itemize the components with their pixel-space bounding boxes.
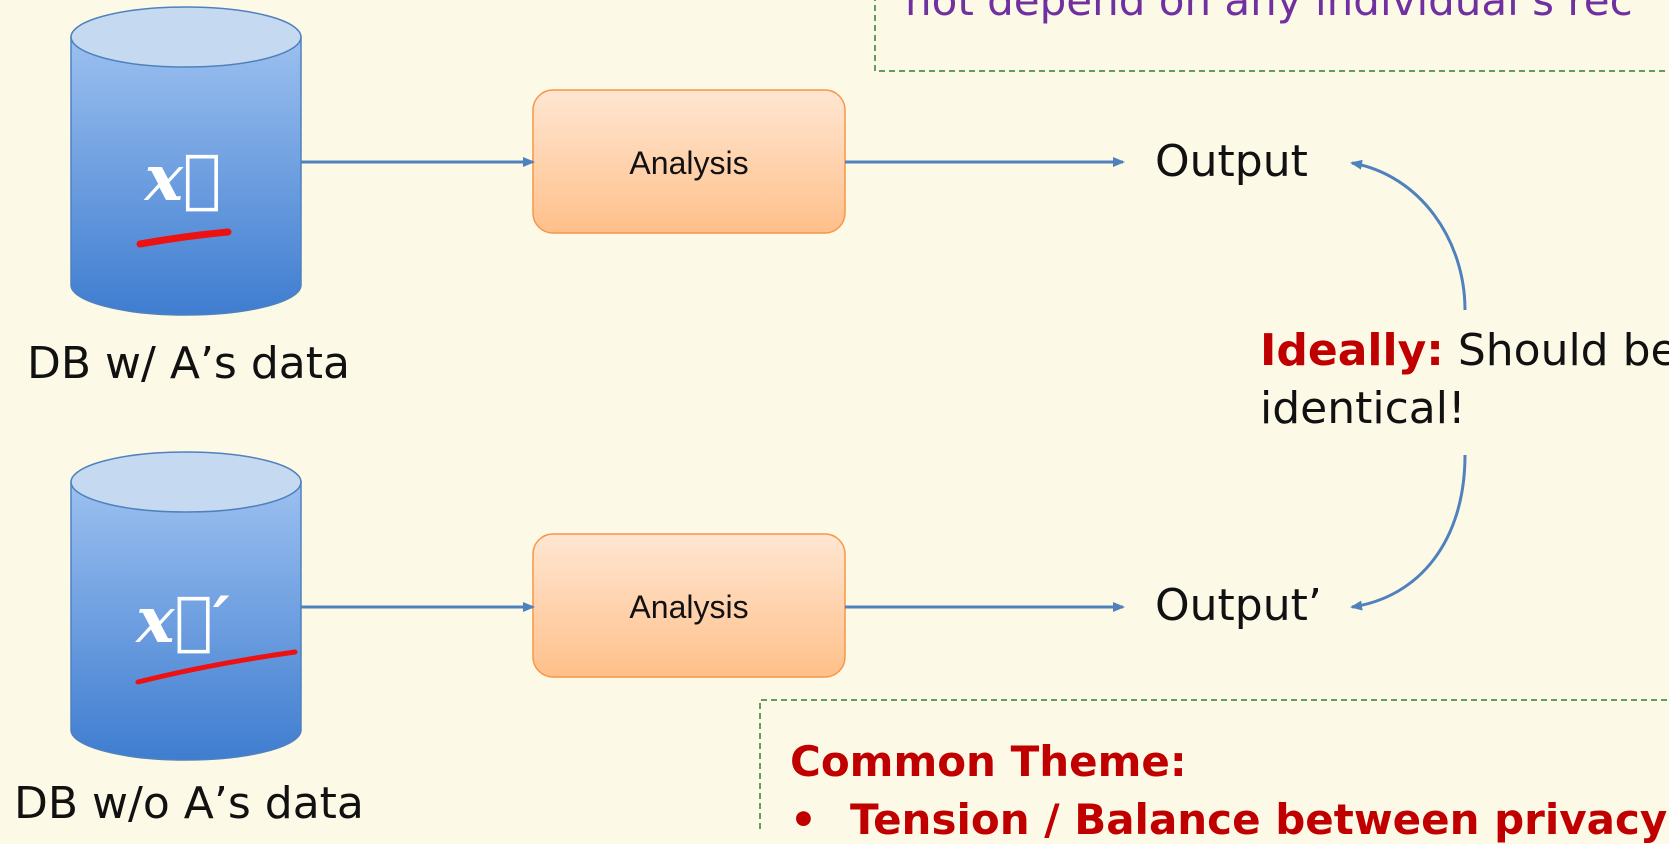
db-label-with-a: DB w/ A’s data — [27, 338, 350, 389]
common-theme-item-text: Tension / Balance between privacy & — [850, 795, 1669, 844]
red-underline-mark — [135, 649, 298, 685]
curved-arrow-to-output-prime — [1350, 454, 1467, 611]
comparison-line2: identical! — [1260, 383, 1466, 434]
common-theme-title: Common Theme: — [790, 737, 1187, 786]
output-prime-label: Output’ — [1155, 580, 1322, 631]
db-symbol-x: x⃗ — [143, 141, 222, 216]
database-cylinder-with-a — [70, 6, 302, 316]
comparison-line1: Should be — [1443, 325, 1669, 376]
db-symbol-x-prime: x⃗′ — [134, 583, 230, 658]
top-note-box — [874, 0, 1669, 72]
db-label-without-a: DB w/o A’s data — [14, 778, 364, 829]
curved-arrow-to-output — [1350, 159, 1467, 311]
analysis-label: Analysis — [629, 589, 748, 625]
red-underline-mark — [136, 228, 232, 248]
common-theme-box — [759, 699, 1669, 829]
output-label: Output — [1155, 136, 1308, 187]
top-note-text: not depend on any individual’s rec — [905, 0, 1633, 25]
analysis-label: Analysis — [629, 145, 748, 181]
comparison-keyword: Ideally: — [1260, 325, 1444, 376]
comparison-note: Ideally: Should be identical! — [1260, 322, 1669, 438]
database-cylinder-without-a — [70, 451, 302, 761]
common-theme-item: •Tension / Balance between privacy & — [790, 795, 1669, 844]
